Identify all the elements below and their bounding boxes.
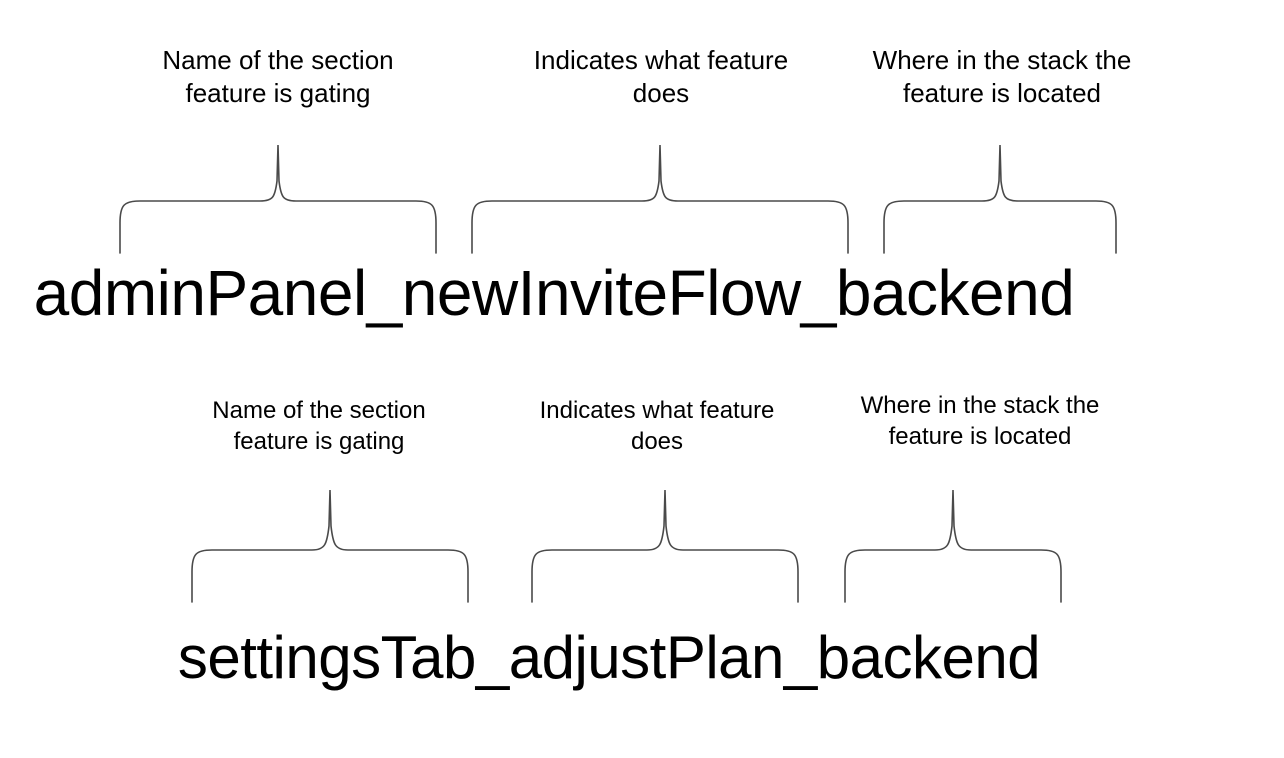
caption-location-row-2: Where in the stack the feature is locate… — [860, 392, 1100, 450]
caption-section-row-2: Name of the section feature is gating — [212, 397, 426, 455]
caption-section-row-1: Name of the section feature is gating — [162, 45, 394, 109]
brace-location-row-1 — [882, 143, 1118, 253]
brace-action-row-1 — [470, 143, 850, 253]
caption-action-row-1: Indicates what feature does — [533, 45, 789, 109]
caption-location-row-1: Where in the stack the feature is locate… — [872, 45, 1132, 109]
brace-section-row-1 — [118, 143, 438, 253]
identifier-row-1: adminPanel_newInviteFlow_backend — [33, 257, 1075, 329]
brace-action-row-2 — [530, 488, 800, 602]
identifier-row-2: settingsTab_adjustPlan_backend — [177, 624, 1041, 691]
brace-section-row-2 — [190, 488, 470, 602]
caption-action-row-2: Indicates what feature does — [539, 397, 775, 455]
brace-location-row-2 — [843, 488, 1063, 602]
